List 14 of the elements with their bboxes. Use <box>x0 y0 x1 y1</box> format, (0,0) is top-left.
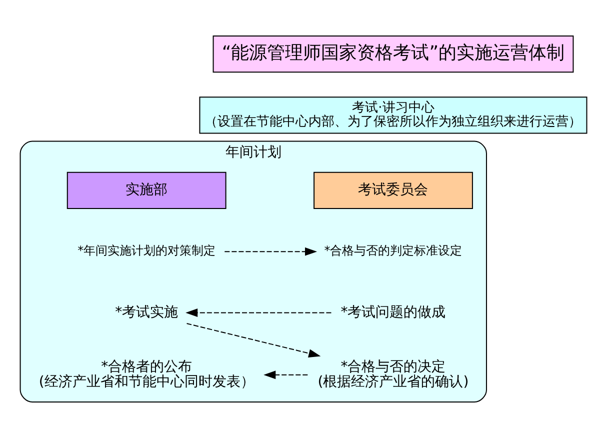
arrow <box>224 247 318 256</box>
node-box: “能源管理师国家资格考试”的实施运营体制 <box>212 36 574 73</box>
node-box: 考试委员会 <box>314 172 473 209</box>
node-text: *合格与否的判定标准设定 <box>324 244 462 258</box>
node-text: *合格者的公布 (经济产业省和节能中心同时发表） <box>38 359 254 390</box>
arrow <box>186 323 321 358</box>
node-text: *年间实施计划的对策制定 <box>78 244 216 258</box>
node-text: *考试问题的做成 <box>340 304 446 320</box>
node-box: 实施部 <box>66 172 226 209</box>
arrow <box>186 308 332 317</box>
node-text: *合格与否的决定 (根据经济产业省的确认) <box>318 359 469 390</box>
node-box: 考试·讲习中心 （设置在节能中心内部、为了保密所以作为独立组织来进行运营） <box>199 96 588 134</box>
node-text: *考试实施 <box>115 304 178 320</box>
arrow <box>264 370 308 380</box>
